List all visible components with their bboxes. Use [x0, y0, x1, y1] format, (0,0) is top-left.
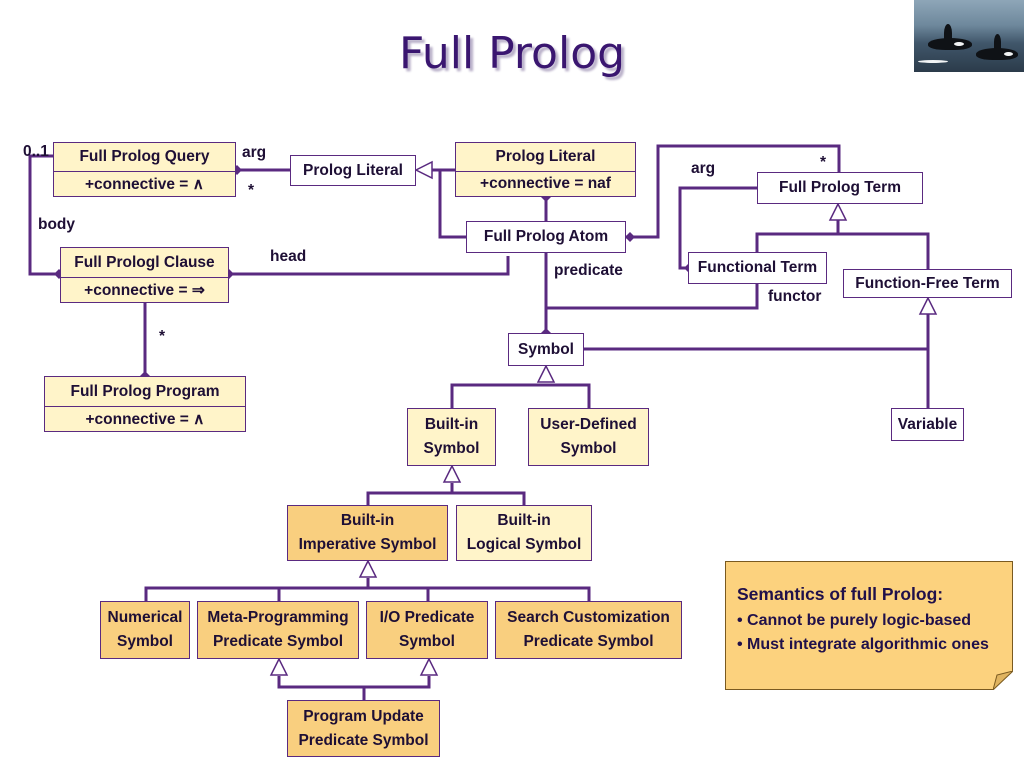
multiplicity-label: * — [820, 154, 827, 171]
io-predicate-symbol-box: I/O Predicate Symbol — [366, 601, 488, 659]
full-prolog-clause-box: Full Prologl Clause +connective = ⇒ — [60, 247, 229, 303]
full-prolog-query-box: Full Prolog Query +connective = ∧ — [53, 142, 236, 197]
box-name: Full Prologl Clause — [74, 253, 215, 271]
box-name: Function-Free Term — [855, 274, 1000, 292]
box-line-1: Search Customization — [507, 609, 670, 626]
multiplicity-label: * — [248, 182, 255, 199]
box-line-2: Logical Symbol — [466, 536, 582, 553]
full-prolog-program-box: Full Prolog Program +connective = ∧ — [44, 376, 246, 432]
box-line-2: Predicate Symbol — [298, 731, 429, 749]
box-line-2: Symbol — [399, 633, 455, 650]
generalization-triangle — [442, 464, 462, 483]
box-line-1: Numerical — [107, 609, 183, 626]
generalization-triangle — [828, 202, 848, 221]
connector-update-generalization — [277, 676, 431, 689]
role-label-functor: functor — [768, 288, 822, 305]
builtin-imperative-symbol-box: Built-in Imperative Symbol — [287, 505, 448, 561]
box-line-1: Program Update — [303, 707, 424, 725]
orca-whales-photo — [914, 0, 1024, 72]
numerical-symbol-box: Numerical Symbol — [100, 601, 190, 659]
function-free-term-box: Function-Free Term — [843, 269, 1012, 298]
aggregation-diamond — [625, 232, 635, 242]
connector-term-generalization — [755, 220, 840, 252]
box-attribute: +connective = ∧ — [45, 406, 245, 431]
box-line-2: Symbol — [560, 440, 617, 457]
box-name: Variable — [897, 415, 958, 433]
box-line-2: Predicate Symbol — [212, 633, 344, 650]
prolog-literal-box: Prolog Literal +connective = naf — [455, 142, 636, 197]
role-label-arg: arg — [691, 160, 716, 177]
box-name: Functional Term — [697, 259, 818, 276]
role-label-predicate: predicate — [554, 262, 623, 279]
connector-symbol-generalization — [450, 383, 548, 408]
box-line-1: Built-in — [424, 416, 479, 433]
full-prolog-atom-box: Full Prolog Atom — [466, 221, 626, 253]
note-title: Semantics of full Prolog: — [737, 584, 944, 604]
variable-box: Variable — [891, 408, 964, 441]
box-line-2: Imperative Symbol — [298, 536, 437, 553]
multiplicity-label: 0..1 — [23, 143, 49, 160]
box-name: Symbol — [518, 340, 574, 358]
full-prolog-term-box: Full Prolog Term — [757, 172, 923, 204]
generalization-triangle — [358, 559, 378, 578]
box-name: Full Prolog Atom — [483, 228, 609, 245]
symbol-box: Symbol — [508, 333, 584, 366]
box-name: Full Prolog Term — [779, 179, 901, 196]
box-attribute: +connective = naf — [456, 171, 635, 196]
slide-title: Full Prolog — [398, 28, 626, 79]
generalization-triangle — [918, 296, 938, 315]
connector-atom-term-arg — [626, 144, 841, 239]
generalization-triangle — [414, 160, 433, 180]
program-update-predicate-symbol-box: Program Update Predicate Symbol — [287, 700, 440, 757]
note-fold-corner — [993, 671, 1013, 690]
box-line-1: Meta-Programming — [207, 609, 349, 626]
connector-query-clause-body — [28, 154, 60, 276]
box-attribute: +connective = ∧ — [54, 171, 235, 196]
box-line-2: Symbol — [423, 440, 480, 457]
box-name: Prolog Literal — [495, 148, 596, 165]
role-label-body: body — [38, 216, 76, 233]
connector-literal-to-generalization — [438, 168, 466, 239]
note-bullet: • Cannot be purely logic-based — [737, 612, 972, 629]
connector-functional-symbol-functor — [546, 284, 759, 310]
meta-programming-predicate-symbol-box: Meta-Programming Predicate Symbol — [197, 601, 359, 659]
role-label-arg: arg — [242, 144, 267, 161]
generalization-triangle — [536, 364, 556, 383]
generalization-triangle — [269, 657, 289, 676]
connector-clause-head — [229, 256, 510, 276]
box-line-1: User-Defined — [540, 416, 637, 433]
generalization-triangle — [419, 657, 439, 676]
connector-imperative-generalization — [144, 578, 370, 601]
builtin-logical-symbol-box: Built-in Logical Symbol — [456, 505, 592, 561]
box-name: Prolog Literal — [303, 161, 403, 179]
builtin-symbol-box: Built-in Symbol — [407, 408, 496, 466]
connector-builtin-generalization — [366, 483, 454, 505]
box-line-1: I/O Predicate — [379, 609, 475, 626]
functional-term-box: Functional Term — [688, 252, 827, 284]
role-label-head: head — [270, 248, 307, 265]
user-defined-symbol-box: User-Defined Symbol — [528, 408, 649, 466]
semantics-note: Semantics of full Prolog: • Cannot be pu… — [725, 561, 1013, 690]
box-name: Full Prolog Query — [79, 148, 210, 165]
box-name: Full Prolog Program — [70, 382, 220, 400]
box-line-1: Built-in — [497, 512, 551, 529]
note-bullet: • Must integrate algorithmic ones — [737, 636, 989, 653]
box-attribute: +connective = ⇒ — [61, 277, 228, 302]
box-line-2: Predicate Symbol — [523, 633, 654, 650]
box-line-1: Built-in — [340, 512, 395, 529]
search-customization-predicate-symbol-box: Search Customization Predicate Symbol — [495, 601, 682, 659]
box-line-2: Symbol — [117, 633, 173, 650]
multiplicity-label: * — [159, 328, 166, 345]
prolog-literal-small-box: Prolog Literal — [290, 155, 416, 186]
